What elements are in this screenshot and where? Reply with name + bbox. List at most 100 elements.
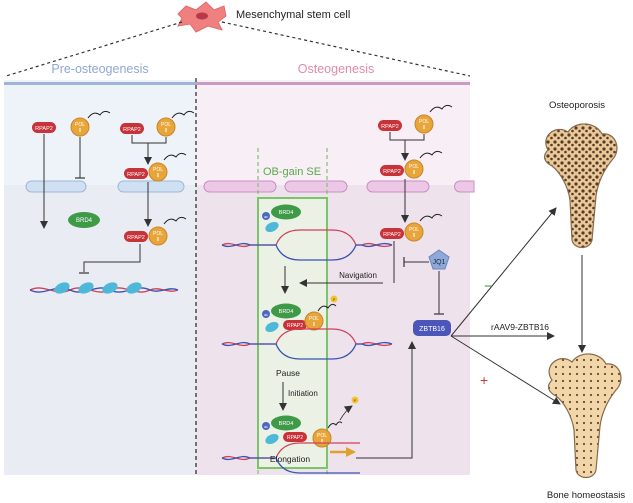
rpap2-label: RPAP2 <box>383 169 401 175</box>
rpap2-protein <box>283 320 307 330</box>
pol-label: POL <box>409 164 419 170</box>
rpap2-protein <box>283 432 307 442</box>
left-panel-title: Pre-osteogenesis <box>51 62 148 76</box>
rpap2-protein <box>380 228 404 239</box>
nucleosome <box>265 321 279 333</box>
jq1-label: JQ1 <box>433 259 446 266</box>
right-panel-title: Osteogenesis <box>298 62 374 76</box>
minus-sign: − <box>484 278 493 295</box>
rpap2-protein <box>124 168 148 179</box>
nucleosome <box>265 221 279 233</box>
rpap2-label: RPAP2 <box>287 435 303 441</box>
ac-mark <box>262 422 270 430</box>
rpap2-protein <box>378 120 402 131</box>
pol-label: POL <box>75 122 85 128</box>
dna-strand-left <box>29 282 179 294</box>
brd4-label: BRD4 <box>279 210 294 216</box>
elongation-label: Elongation <box>270 454 310 464</box>
phospho-mark <box>330 295 338 303</box>
zbtb16-label: ZBTB16 <box>419 326 445 333</box>
rpap2-protein <box>120 123 144 134</box>
rpap2-label: RPAP2 <box>383 232 401 238</box>
ctd-tail <box>317 303 337 312</box>
pol-ii-protein <box>414 114 434 134</box>
ctd-tail <box>327 421 343 429</box>
header-title: Mesenchymal stem cell <box>236 9 350 21</box>
rpap2-protein <box>124 231 148 242</box>
rpap2-label: RPAP2 <box>381 124 399 130</box>
pol-num: II <box>423 125 426 131</box>
pol-ii-protein <box>70 117 90 137</box>
pol-ii-protein <box>156 117 176 137</box>
pol-num: II <box>165 128 168 134</box>
brd4-label: BRD4 <box>76 218 93 224</box>
dna-bubble-1 <box>221 229 393 261</box>
pol-label: POL <box>153 231 163 237</box>
brd4-protein <box>271 303 301 319</box>
p-label: P <box>354 398 357 403</box>
pol-num: II <box>157 237 160 243</box>
ctd-tail <box>163 152 187 161</box>
pol-num: II <box>313 322 316 328</box>
nucleosome <box>265 433 279 445</box>
brd4-label: BRD4 <box>279 309 294 315</box>
osteoporosis-label: Osteoporosis <box>549 100 605 111</box>
healthy-bone-icon <box>547 353 622 479</box>
pol-num: II <box>321 439 324 445</box>
pol-label: POL <box>419 119 429 125</box>
funnel-left-line <box>5 21 183 77</box>
pol-num: II <box>413 170 416 176</box>
ac-mark <box>262 310 270 318</box>
rpap2-label: RPAP2 <box>123 127 141 133</box>
ctd-tail <box>171 110 195 119</box>
ctd-tail <box>429 104 453 113</box>
right-panel-bar <box>196 82 470 85</box>
right-panel-top <box>196 80 470 185</box>
brd4-label: BRD4 <box>279 421 294 427</box>
left-panel-bottom <box>4 185 196 475</box>
rpap2-label: RPAP2 <box>127 172 145 178</box>
arrow-elongation-zbtb16 <box>356 341 416 459</box>
osteoporotic-bone-icon <box>543 123 618 249</box>
raav9-label: rAAV9-ZBTB16 <box>491 322 549 332</box>
pol-num: II <box>157 173 160 179</box>
arrow-to-bone-homeostasis <box>450 335 561 405</box>
pol-ii-protein <box>404 159 424 179</box>
arrow-to-osteoporosis <box>450 207 557 337</box>
pause-label: Pause <box>276 368 300 378</box>
rpap2-label: RPAP2 <box>35 126 53 132</box>
ac-mark <box>262 212 270 220</box>
pol-ii-protein <box>148 162 168 182</box>
ctd-tail <box>419 150 443 159</box>
jq1-compound <box>428 249 450 270</box>
arrow-complex-merge <box>389 132 425 160</box>
brd4-protein <box>271 415 301 431</box>
initiation-label: Initiation <box>288 389 318 398</box>
ac-label: ac <box>264 425 268 429</box>
ctd-tail <box>163 216 187 225</box>
bone-homeostasis-label: Bone homeostasis <box>547 490 625 501</box>
pol-num: II <box>413 233 416 239</box>
pol-ii-protein <box>148 226 168 246</box>
plus-sign: + <box>480 372 488 388</box>
nuclear-membrane <box>25 180 475 193</box>
ob-gain-se-label: OB-gain SE <box>263 166 321 178</box>
pol-label: POL <box>309 316 319 322</box>
pol-label: POL <box>409 227 419 233</box>
pol-label: POL <box>161 122 171 128</box>
dna-bubble-3 <box>221 442 360 474</box>
funnel-right-line <box>221 21 471 77</box>
rpap2-label: RPAP2 <box>127 235 145 241</box>
pol-num: II <box>79 128 82 134</box>
brd4-protein <box>271 204 301 220</box>
inhibit-to-dna <box>83 244 141 272</box>
ctd-tail <box>87 110 111 119</box>
left-panel-bar <box>4 82 196 85</box>
p-label: P <box>333 297 336 302</box>
ctd-tail <box>419 213 443 222</box>
pol-label: POL <box>317 433 327 439</box>
navigation-label: Navigation <box>339 271 377 280</box>
phospho-release-arrow <box>339 405 353 421</box>
pol-ii-protein <box>304 311 324 331</box>
